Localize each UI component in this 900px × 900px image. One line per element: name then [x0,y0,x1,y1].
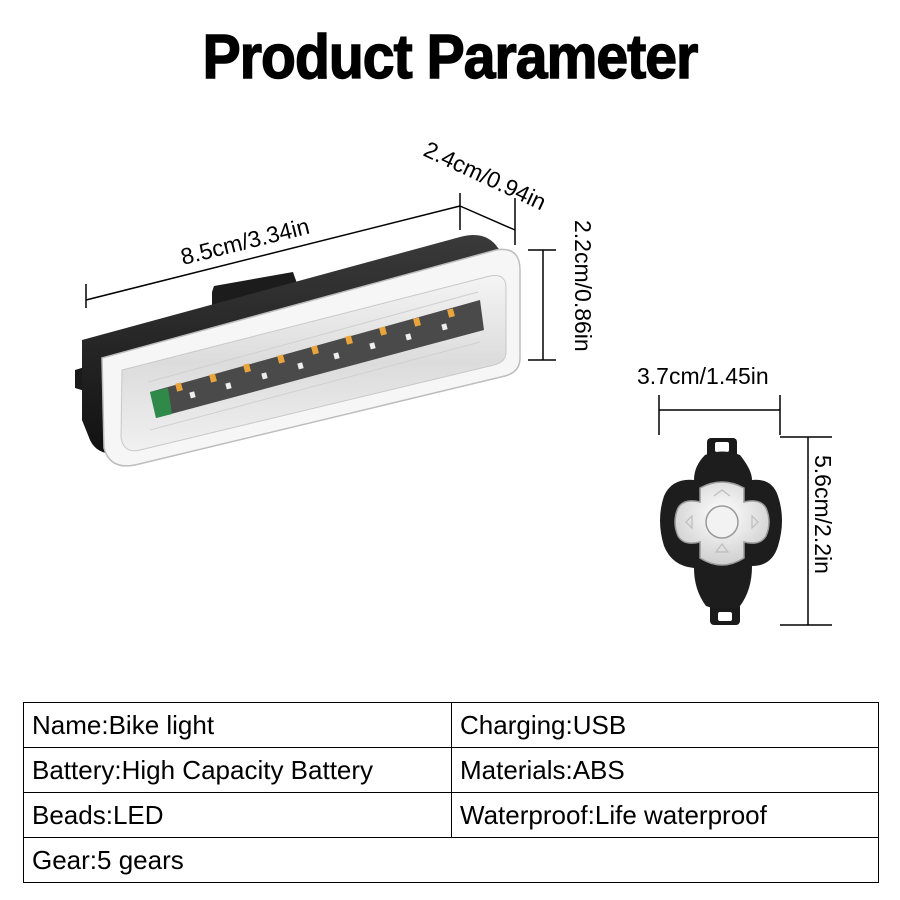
table-row: Beads:LED Waterproof:Life waterproof [23,792,879,838]
light-length-label: 8.5cm/3.34in [178,213,312,270]
table-row: Name:Bike light Charging:USB [23,702,879,748]
table-row: Gear:5 gears [23,837,879,883]
spec-table: Name:Bike light Charging:USB Battery:Hig… [23,702,879,883]
spec-charging-cell: Charging:USB [451,702,879,748]
light-depth-label: 2.4cm/0.94in [420,136,550,215]
spec-beads-cell: Beads:LED [23,792,452,838]
table-row: Battery:High Capacity Battery Materials:… [23,747,879,793]
remote-height-label: 5.6cm/2.2in [810,455,836,574]
remote-width-label: 3.7cm/1.45in [637,363,769,389]
remote-dimension-lines [658,395,832,626]
spec-materials-cell: Materials:ABS [451,747,879,793]
light-height-label: 2.2cm/0.86in [570,220,596,352]
spec-waterproof-cell: Waterproof:Life waterproof [451,792,879,838]
spec-battery-cell: Battery:High Capacity Battery [23,747,452,793]
spec-name-cell: Name:Bike light [23,702,452,748]
spec-gear-cell: Gear:5 gears [23,837,879,883]
remote-control [660,438,782,625]
light-dimension-lines [85,193,556,361]
bike-light [75,235,521,467]
page-title: Product Parameter [202,22,699,93]
